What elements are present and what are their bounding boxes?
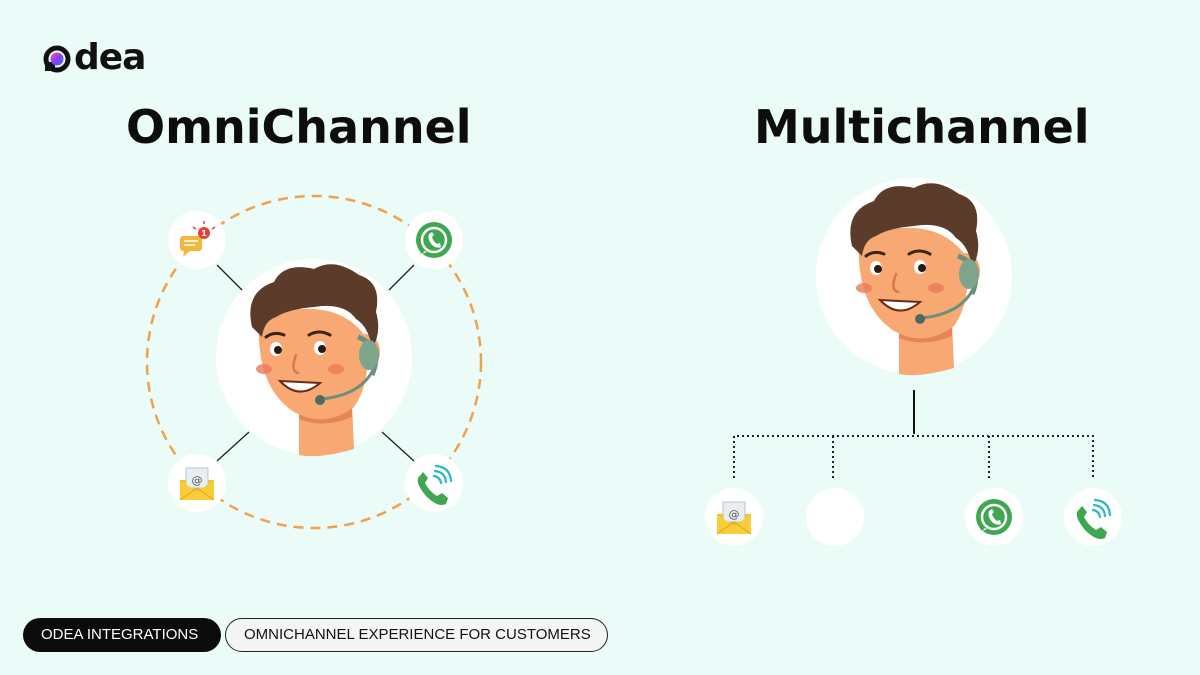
multichannel-title: Multichannel <box>754 100 1090 154</box>
omnichannel-diagram <box>145 194 483 530</box>
tag-odea-integrations[interactable]: ODEA INTEGRATIONS <box>23 618 221 652</box>
omnichannel-ring <box>145 194 483 530</box>
agent-avatar <box>216 259 412 456</box>
brand-name: dea <box>74 37 146 78</box>
phone-call-icon <box>1064 488 1122 546</box>
empty-channel <box>806 488 864 546</box>
multichannel-diagram <box>705 178 1122 546</box>
agent-avatar <box>816 178 1012 375</box>
whatsapp-icon <box>405 211 463 269</box>
email-icon <box>168 454 226 512</box>
tag-omnichannel-experience[interactable]: OMNICHANNEL EXPERIENCE FOR CUSTOMERS <box>225 618 608 652</box>
odea-logo[interactable]: dea <box>42 37 146 78</box>
odea-logo-icon <box>42 43 72 73</box>
chat-notification-icon <box>168 211 226 269</box>
phone-call-icon <box>405 454 463 512</box>
email-icon <box>705 488 763 546</box>
whatsapp-icon <box>965 488 1023 546</box>
omnichannel-title: OmniChannel <box>126 100 472 154</box>
